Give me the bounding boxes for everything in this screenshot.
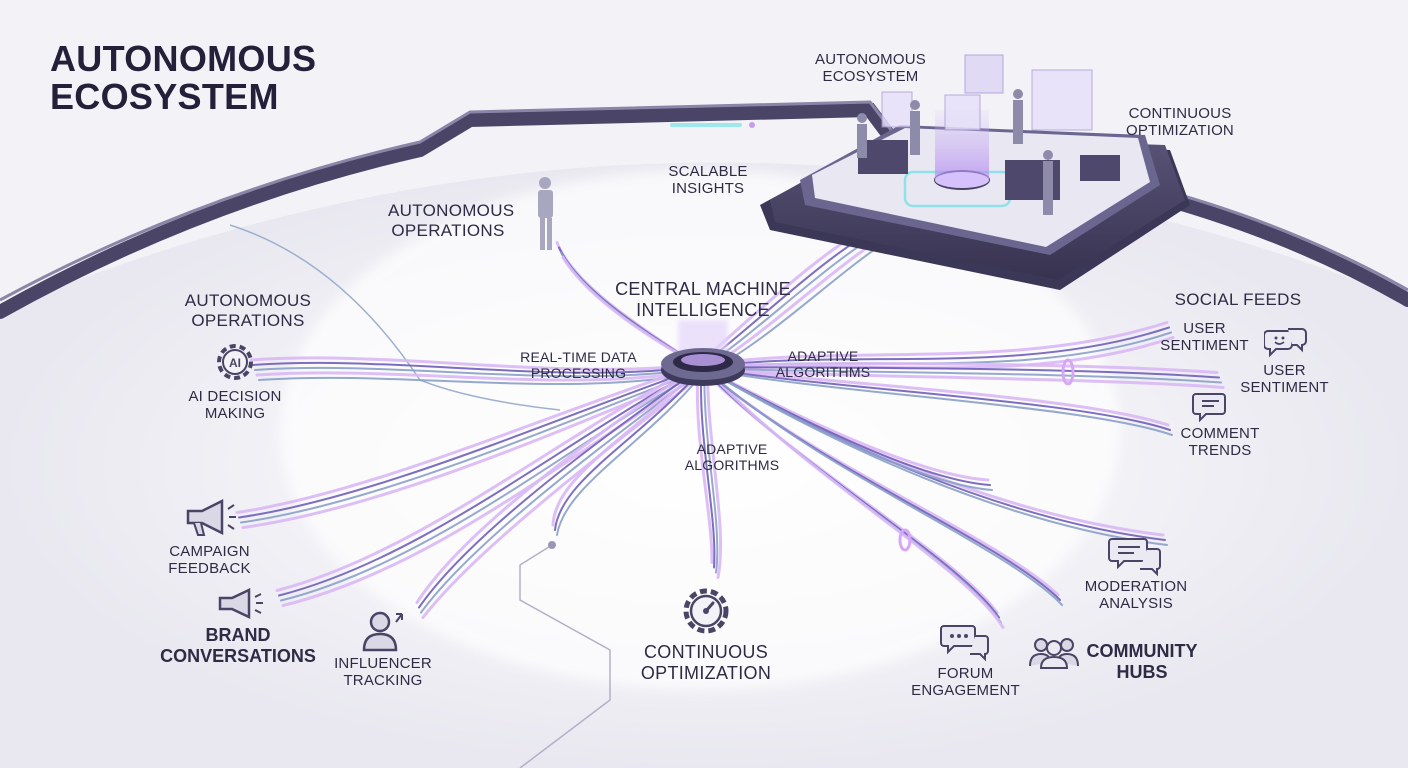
fiber-strand-0-0 [249, 356, 699, 371]
fiber-strand-11-2 [703, 367, 1222, 384]
fiber-strand-3-0 [415, 364, 700, 604]
control-platform [760, 54, 1190, 290]
fiber-strand-4-0 [551, 365, 702, 527]
comment-icon [1192, 393, 1226, 423]
megaphone-small-icon [218, 588, 263, 619]
fiber-strand-5-2 [703, 367, 719, 574]
label-autonomous-operations-top: AUTONOMOUS OPERATIONS [388, 201, 515, 240]
fiber-strand-3-3 [421, 368, 709, 619]
label-realtime-data: REAL-TIME DATA PROCESSING [520, 349, 637, 382]
fiber-strand-12-0 [698, 365, 1170, 427]
standing-person-figure [538, 177, 553, 250]
label-scalable-insights: SCALABLE INSIGHTS [668, 163, 748, 198]
circuit-trace [519, 544, 611, 768]
smiley-chat-icon [1264, 328, 1307, 358]
fiber-strand-2-1 [278, 366, 703, 597]
label-user-sentiment-2: USER SENTIMENT [1240, 362, 1329, 397]
label-adaptive-algorithms-right: ADAPTIVE ALGORITHMS [775, 348, 871, 381]
fiber-strand-11-3 [706, 368, 1225, 389]
person-icon [362, 611, 403, 652]
fiber-bundle [235, 218, 1225, 629]
fiber-strand-0-3 [255, 368, 708, 382]
fiber-strand-0-2 [254, 366, 704, 378]
fiber-strand-11-0 [697, 362, 1219, 374]
label-autonomous-operations-left: AUTONOMOUS OPERATIONS [184, 291, 312, 330]
label-brand-conversations: BRAND CONVERSATIONS [160, 625, 316, 666]
forum-chat-icon [940, 625, 989, 662]
circuit-node [548, 541, 556, 549]
fiber-strand-5-1 [700, 366, 716, 569]
fiber-strand-7-2 [705, 368, 1063, 606]
rim-dot [749, 122, 755, 128]
label-continuous-optimization-top: CONTINUOUS OPTIMIZATION [1126, 105, 1234, 140]
group-people-icon [1029, 638, 1079, 669]
label-autonomous-ecosystem: AUTONOMOUS ECOSYSTEM [815, 51, 926, 86]
page-title: AUTONOMOUS ECOSYSTEM [50, 38, 317, 117]
moderation-chat-icon [1108, 538, 1161, 577]
gear-gauge-icon [683, 588, 729, 634]
fiber-strand-2-3 [281, 368, 709, 607]
fiber-strand-1-2 [240, 367, 706, 524]
megaphone-icon [186, 498, 236, 536]
fiber-strand-5-0 [695, 364, 714, 564]
label-campaign-feedback: CAMPAIGN FEEDBACK [168, 543, 251, 578]
label-continuous-optimization-bottom: CONTINUOUS OPTIMIZATION [640, 642, 772, 683]
fiber-strand-9-2 [705, 368, 993, 491]
label-community-hubs: COMMUNITY HUBS [1086, 641, 1198, 682]
fiber-strand-3-1 [418, 366, 703, 609]
label-forum-engagement: FORUM ENGAGEMENT [911, 665, 1020, 700]
fiber-strand-2-2 [280, 367, 706, 602]
label-user-sentiment-1: USER SENTIMENT [1160, 320, 1249, 355]
fiber-strand-1-0 [235, 364, 700, 514]
fiber-strand-4-2 [556, 368, 707, 536]
label-moderation-analysis: MODERATION ANALYSIS [1084, 578, 1188, 613]
dome-rim [0, 102, 1408, 319]
fiber-strand-2-0 [275, 364, 700, 592]
label-adaptive-algorithms-bottom: ADAPTIVE ALGORITHMS [684, 441, 780, 474]
fiber-strand-0-1 [252, 361, 701, 374]
gear-ai-icon: AI [217, 344, 253, 380]
fiber-strand-6-3 [706, 368, 1005, 629]
label-comment-trends: COMMENT TRENDS [1180, 425, 1260, 460]
label-ai-decision-making: AI DECISION MAKING [188, 388, 282, 423]
fiber-strand-0-4 [258, 370, 710, 385]
bundle-ring-lower [898, 528, 912, 552]
fiber-strand-3-2 [420, 367, 706, 614]
fiber-strand-12-1 [702, 367, 1171, 431]
fiber-strand-10-0 [697, 321, 1169, 368]
label-social-feeds: SOCIAL FEEDS [1174, 290, 1302, 309]
fiber-strand-1-1 [238, 366, 703, 519]
central-hub [661, 320, 745, 386]
fiber-strand-12-2 [705, 368, 1173, 436]
fiber-strand-5-3 [706, 368, 723, 579]
label-influencer-tracking: INFLUENCER TRACKING [334, 655, 432, 690]
ai-chip-text: AI [229, 356, 241, 370]
bundle-ring-right [1061, 358, 1075, 386]
fiber-strand-11-1 [700, 366, 1220, 379]
fiber-strand-4-1 [554, 367, 704, 531]
fiber-strand-1-3 [241, 368, 709, 529]
fiber-strand-10-1 [700, 326, 1170, 369]
label-central-machine-intelligence: CENTRAL MACHINE INTELLIGENCE [615, 279, 791, 320]
